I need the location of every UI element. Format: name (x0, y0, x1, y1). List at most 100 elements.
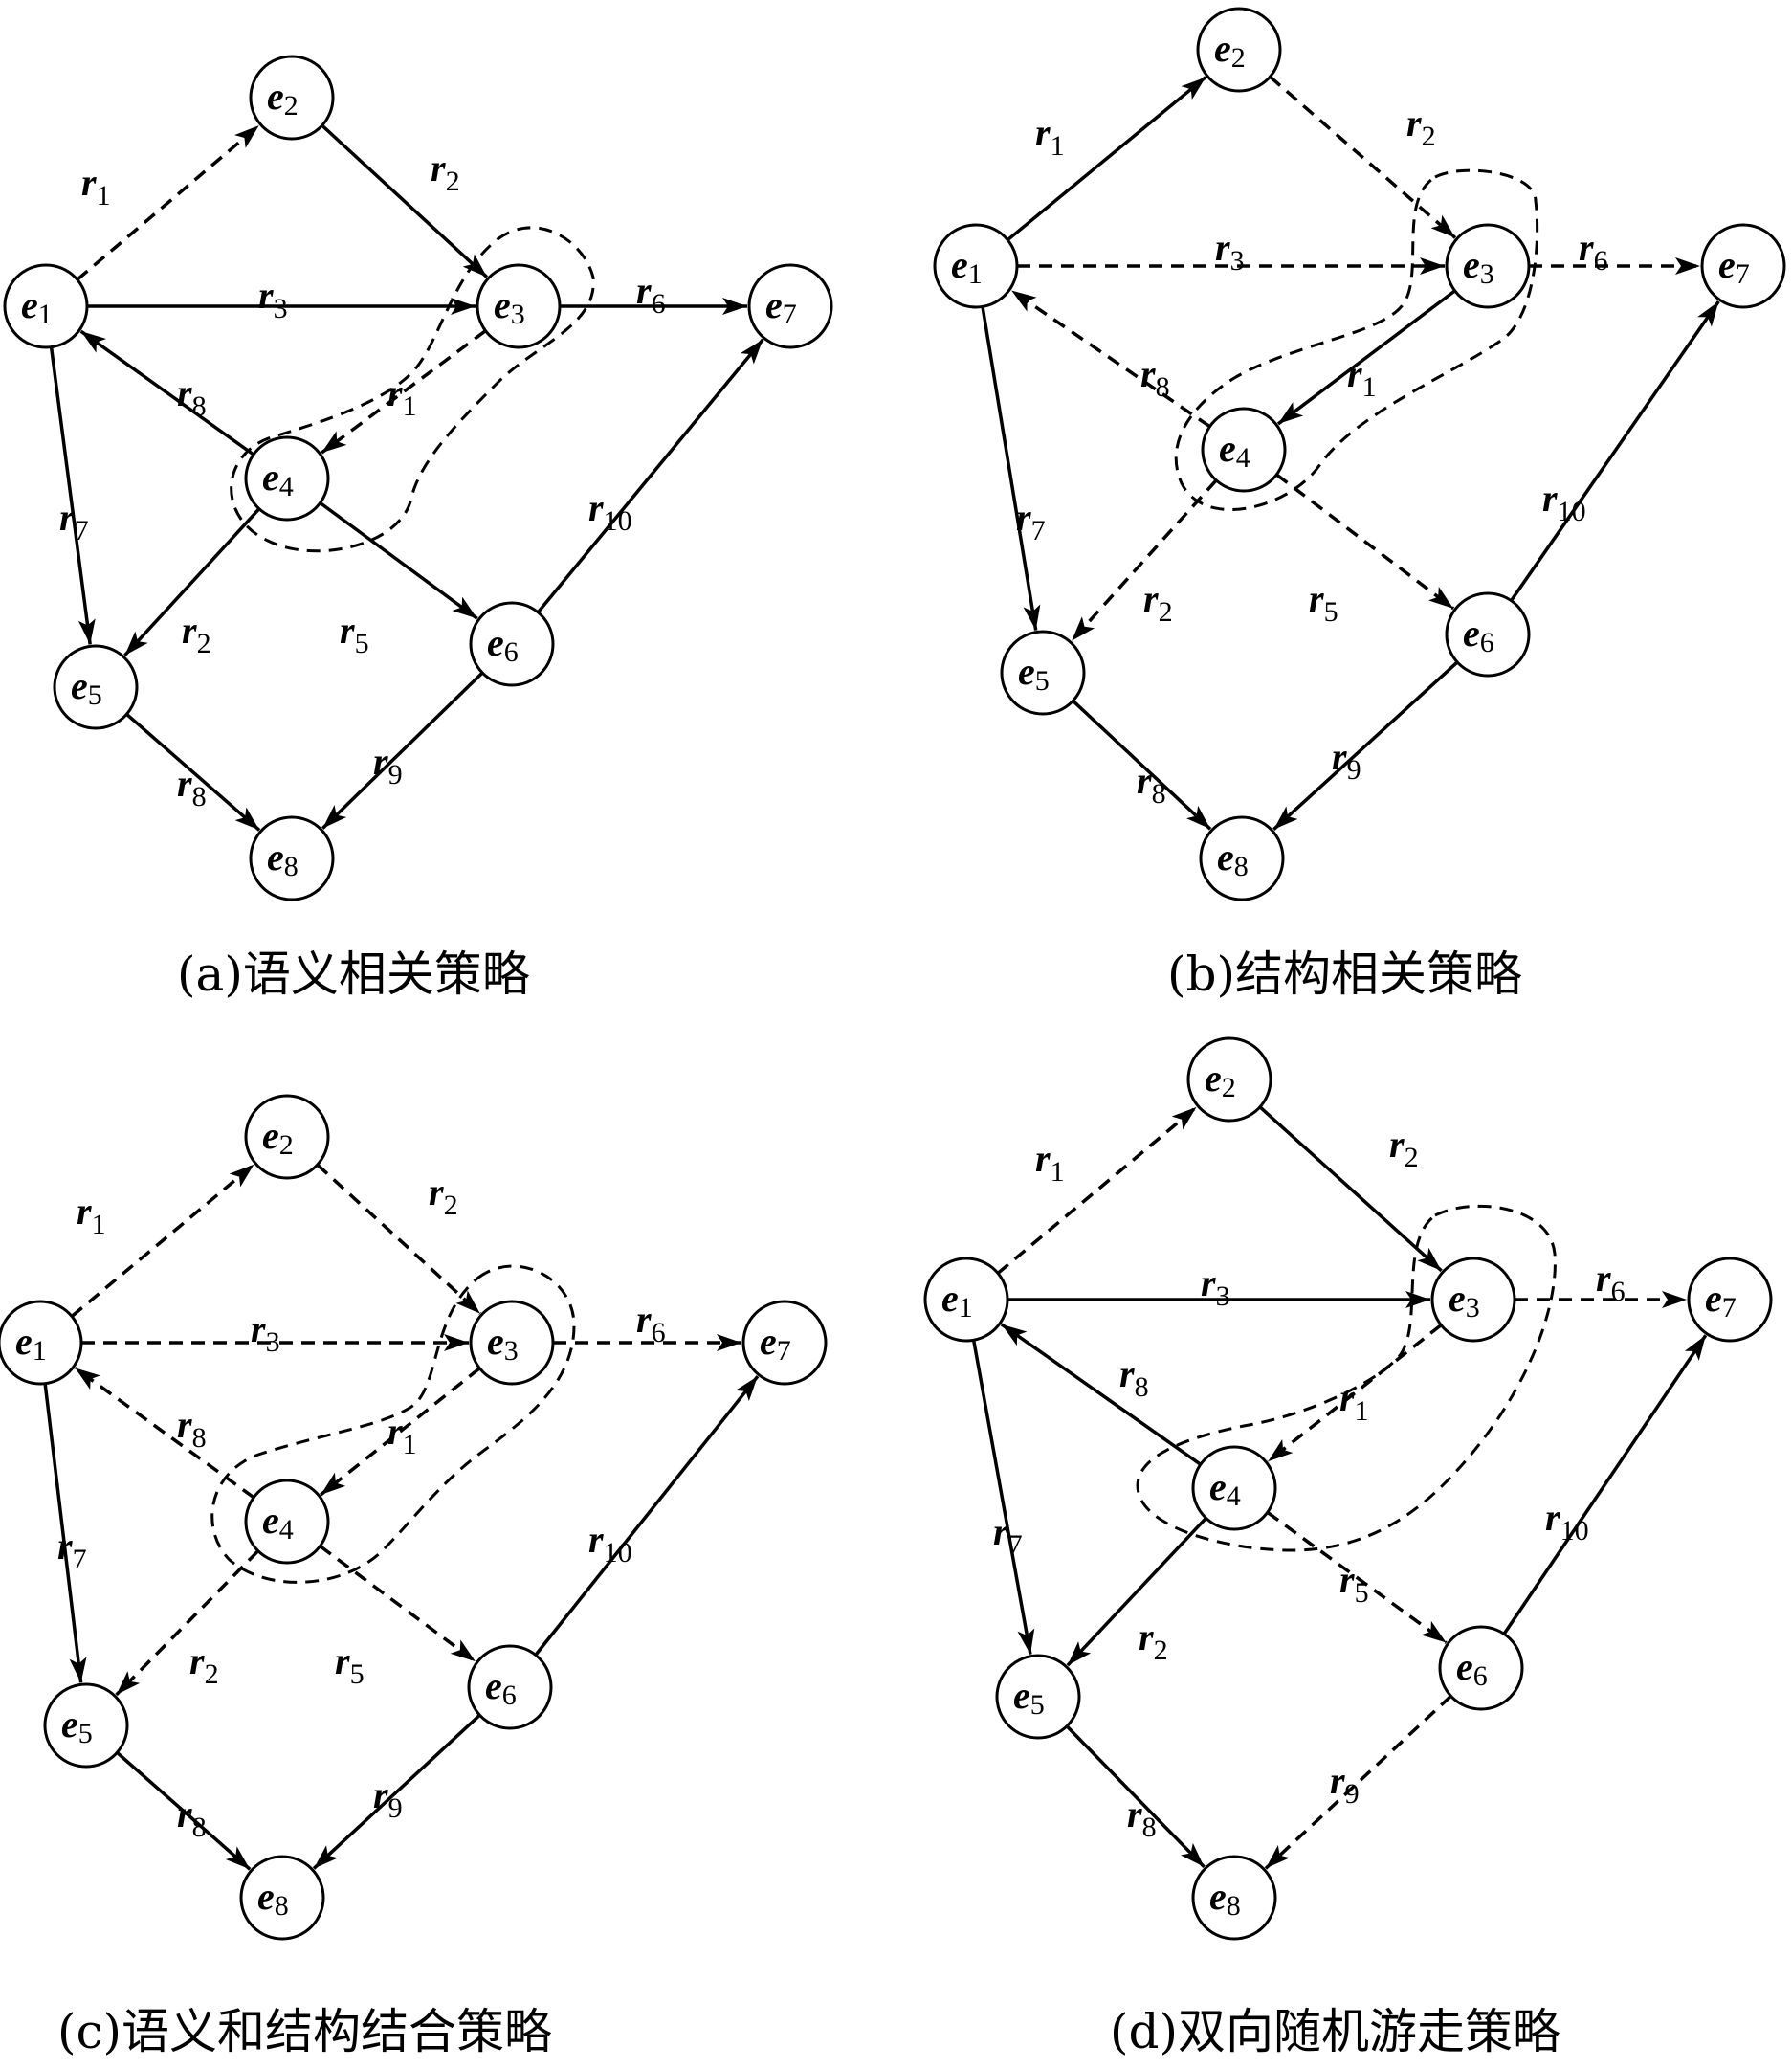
node-d-e3: e3 (1430, 1257, 1516, 1343)
edge-label-a2: r2 (431, 146, 460, 197)
edge-d-e5-to-e8 (1065, 1724, 1206, 1869)
node-label: e8 (1209, 1875, 1241, 1922)
node-a-e1: e1 (3, 263, 89, 349)
node-b-e7: e7 (1700, 223, 1786, 309)
node-label: e2 (1214, 27, 1246, 74)
edge-label-c9: r5 (335, 1639, 365, 1690)
panel-c-caption: (c)语义和结构结合策略 (57, 2004, 552, 2059)
edge-label-d4: r6 (1596, 1257, 1626, 1307)
node-c-e8: e8 (239, 1855, 325, 1941)
edge-c-e4-to-e1 (74, 1366, 255, 1500)
edge-a-e2-to-e3 (321, 123, 489, 278)
panel-d-highlight-region (1136, 1204, 1557, 1552)
edge-c-e1-to-e2 (70, 1163, 255, 1318)
node-d-e6: e6 (1438, 1625, 1524, 1711)
edge-d-e3-to-e4 (1267, 1324, 1443, 1463)
node-label: e5 (1018, 650, 1050, 697)
edge-label-a3: r3 (258, 274, 288, 324)
edge-label-a1: r1 (81, 161, 111, 211)
edge-label-a7: r7 (59, 496, 89, 546)
node-label: e1 (15, 1320, 47, 1367)
edge-b-e4-to-e1 (1010, 289, 1211, 429)
node-label: e1 (951, 243, 983, 290)
node-a-e8: e8 (249, 815, 335, 901)
node-label: e6 (487, 621, 519, 668)
edge-c-e5-to-e8 (116, 1751, 252, 1871)
edge-label-a11: r8 (177, 762, 207, 812)
edge-label-d11: r8 (1127, 1792, 1157, 1843)
edge-c-e1-to-e5 (43, 1383, 87, 1683)
edge-c-e2-to-e3 (316, 1163, 481, 1315)
edge-label-b10: r10 (1542, 477, 1586, 527)
node-label: e3 (487, 1320, 519, 1367)
edge-label-d5: r8 (1119, 1352, 1149, 1403)
node-a-e4: e4 (244, 435, 330, 522)
node-label: e5 (1013, 1674, 1045, 1721)
edge-label-b7: r7 (1016, 496, 1046, 546)
node-label: e8 (1217, 835, 1249, 882)
edge-label-c8: r2 (189, 1639, 219, 1690)
node-label: e1 (21, 283, 53, 330)
edge-label-c11: r8 (177, 1792, 207, 1843)
edge-label-b6: r1 (1347, 352, 1377, 403)
node-label: e2 (267, 75, 299, 122)
edge-label-b1: r1 (1035, 111, 1065, 162)
node-d-e2: e2 (1186, 1036, 1272, 1123)
node-label: e7 (760, 1320, 791, 1367)
edge-label-b2: r2 (1406, 101, 1436, 152)
node-label: e6 (485, 1664, 517, 1711)
node-c-e7: e7 (741, 1300, 828, 1386)
edge-a-e1-to-e5 (49, 346, 96, 645)
edge-d-e6-to-e8 (1264, 1695, 1452, 1870)
node-label: e6 (1456, 1645, 1488, 1692)
node-a-e3: e3 (476, 263, 562, 349)
node-label: e7 (765, 283, 797, 330)
edge-label-d6: r1 (1339, 1376, 1369, 1427)
edge-label-a9: r5 (340, 609, 369, 659)
node-c-e2: e2 (244, 1094, 330, 1180)
edge-label-a6: r1 (387, 371, 417, 422)
edge-b-e6-to-e7 (1510, 300, 1720, 602)
edge-label-c10: r10 (588, 1518, 632, 1568)
node-b-e5: e5 (1000, 630, 1086, 716)
edge-label-b3: r3 (1215, 226, 1245, 277)
edge-d-e1-to-e2 (996, 1105, 1198, 1275)
edge-a-e4-to-e1 (79, 329, 255, 456)
edge-label-d3: r3 (1201, 1261, 1230, 1312)
node-label: e3 (494, 283, 525, 330)
node-d-e5: e5 (995, 1654, 1081, 1740)
node-label: e8 (257, 1875, 289, 1922)
node-b-e4: e4 (1201, 407, 1287, 493)
node-b-e8: e8 (1199, 815, 1285, 901)
edge-c-e6-to-e7 (534, 1375, 760, 1657)
node-d-e8: e8 (1191, 1855, 1277, 1941)
panel-a-caption: (a)语义相关策略 (177, 946, 530, 1002)
node-label: e2 (262, 1114, 294, 1161)
node-label: e8 (267, 835, 299, 882)
node-label: e7 (1718, 243, 1750, 290)
node-a-e7: e7 (747, 263, 833, 349)
edge-label-d9: r5 (1339, 1558, 1369, 1609)
node-label: e4 (262, 1499, 294, 1546)
node-label: e4 (262, 456, 294, 502)
node-label: e7 (1705, 1277, 1737, 1324)
node-label: e4 (1219, 427, 1250, 474)
edge-d-e6-to-e7 (1502, 1334, 1708, 1635)
edge-label-a4: r6 (636, 269, 666, 320)
edge-a-e4-to-e5 (123, 507, 261, 657)
edge-label-c3: r3 (251, 1307, 280, 1358)
node-a-e6: e6 (469, 601, 555, 687)
node-b-e2: e2 (1196, 7, 1282, 93)
edge-label-a12: r9 (373, 740, 403, 790)
edge-label-c4: r6 (636, 1298, 666, 1348)
node-d-e7: e7 (1687, 1257, 1773, 1343)
edge-label-c2: r2 (429, 1170, 458, 1221)
edge-d-e4-to-e5 (1066, 1517, 1207, 1667)
node-label: e5 (61, 1702, 93, 1749)
edge-label-a8: r2 (182, 609, 211, 659)
edge-a-e6-to-e7 (537, 338, 764, 613)
edge-label-c5: r8 (177, 1403, 207, 1454)
edge-b-e1-to-e2 (1007, 76, 1207, 242)
